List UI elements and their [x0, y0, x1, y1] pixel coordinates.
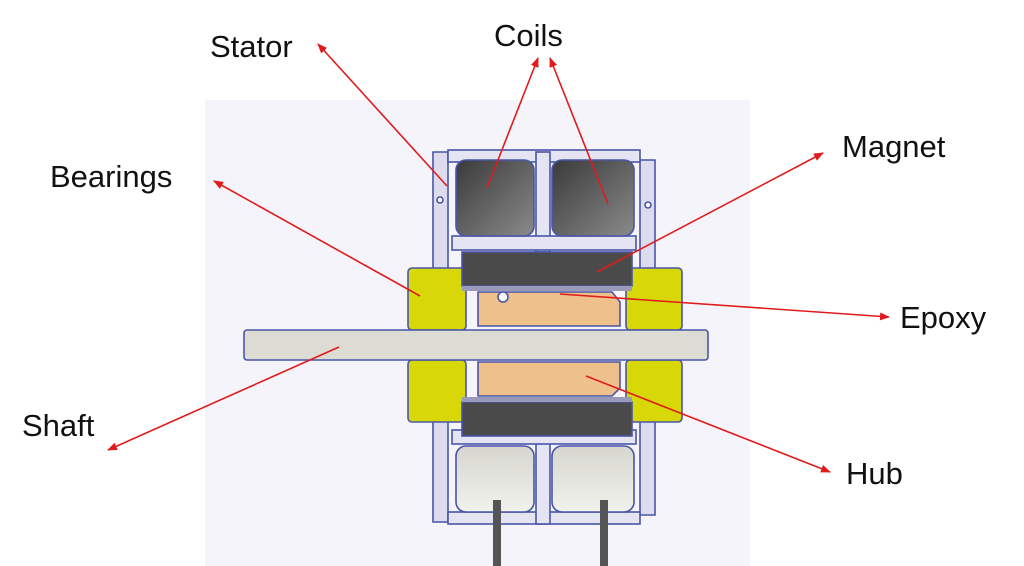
arrow-epoxy — [559, 293, 890, 321]
shaft — [243, 329, 709, 361]
magnet-top — [461, 251, 633, 287]
coils-bottom — [455, 445, 635, 513]
coil-lead-left — [493, 500, 501, 566]
arrow-shaft — [107, 346, 340, 451]
arrow-bearings — [213, 180, 421, 297]
bearing-left-bottom — [407, 359, 467, 423]
label-bearings: Bearings — [50, 159, 172, 194]
arrow-hub — [585, 375, 831, 473]
housing-hole-left — [436, 196, 444, 204]
bearing-right-bottom — [625, 359, 683, 423]
coil-bottom-right — [551, 445, 635, 513]
bearing-left-top — [407, 267, 467, 331]
label-stator: Stator — [210, 29, 293, 64]
magnet-bottom — [461, 401, 633, 437]
label-shaft: Shaft — [22, 408, 95, 443]
label-epoxy: Epoxy — [900, 300, 987, 335]
arrow-magnet — [596, 152, 824, 273]
coils-top — [455, 159, 635, 237]
label-magnet: Magnet — [842, 129, 946, 164]
coil-top-left — [455, 159, 535, 237]
coil-lead-right — [600, 500, 608, 566]
label-coils: Coils — [494, 18, 563, 53]
arrow-coils-right — [549, 57, 609, 205]
hub-bottom — [477, 361, 621, 397]
epoxy-layer-bottom — [462, 397, 632, 402]
leader-arrows — [107, 43, 890, 473]
housing-hole-right — [644, 201, 652, 209]
arrow-stator — [317, 43, 448, 187]
arrow-coils-left — [486, 57, 539, 189]
hub-pin-top — [497, 291, 509, 303]
coil-top-right — [551, 159, 635, 237]
hub-top — [477, 291, 621, 327]
label-hub: Hub — [846, 456, 903, 491]
epoxy-layer-top — [462, 286, 632, 291]
hub — [477, 291, 621, 397]
bearings — [407, 267, 683, 423]
